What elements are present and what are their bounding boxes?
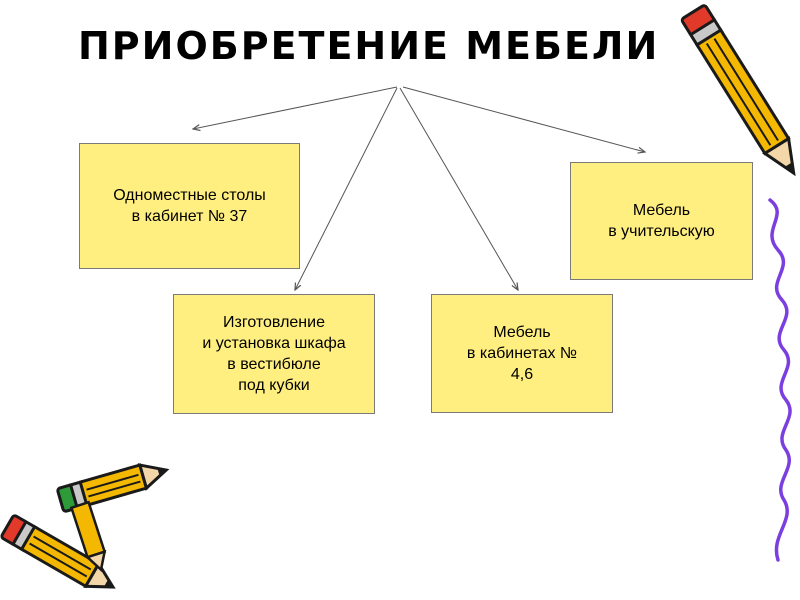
box-rooms: Мебель в кабинетах № 4,6 (431, 294, 613, 413)
box-cabinet-line3: в вестибюле (227, 356, 321, 373)
arrow-to-teacher (402, 86, 645, 152)
pencil-icon (56, 463, 170, 513)
box-teacher: Мебель в учительскую (570, 162, 753, 280)
box-rooms-line1: Мебель (493, 324, 551, 341)
arrow-to-desks (193, 86, 398, 129)
box-cabinet: Изготовление и установка шкафа в вестибю… (173, 294, 375, 414)
box-desks-line2: в кабинет № 37 (131, 208, 248, 225)
squiggle-line (768, 198, 792, 562)
box-cabinet-line4: под кубки (238, 377, 310, 394)
box-cabinet-line2: и установка шкафа (202, 335, 346, 352)
pencil-icon (680, 4, 796, 177)
arrow-to-rooms (399, 87, 518, 290)
box-teacher-line2: в учительскую (608, 223, 715, 240)
page-title: ПРИОБРЕТЕНИЕ МЕБЕЛИ (78, 24, 660, 68)
box-teacher-line1: Мебель (632, 202, 691, 219)
box-rooms-line2: в кабинетах № (466, 345, 578, 362)
pencil-icon (0, 514, 116, 589)
box-cabinet-line1: Изготовление (223, 314, 325, 331)
arrow-to-cabinet (295, 87, 398, 290)
box-rooms-line3: 4,6 (510, 366, 534, 383)
pencil-icon (69, 500, 107, 573)
box-desks-line1: Одноместные столы (113, 187, 266, 204)
box-desks: Одноместные столы в кабинет № 37 (79, 143, 300, 269)
